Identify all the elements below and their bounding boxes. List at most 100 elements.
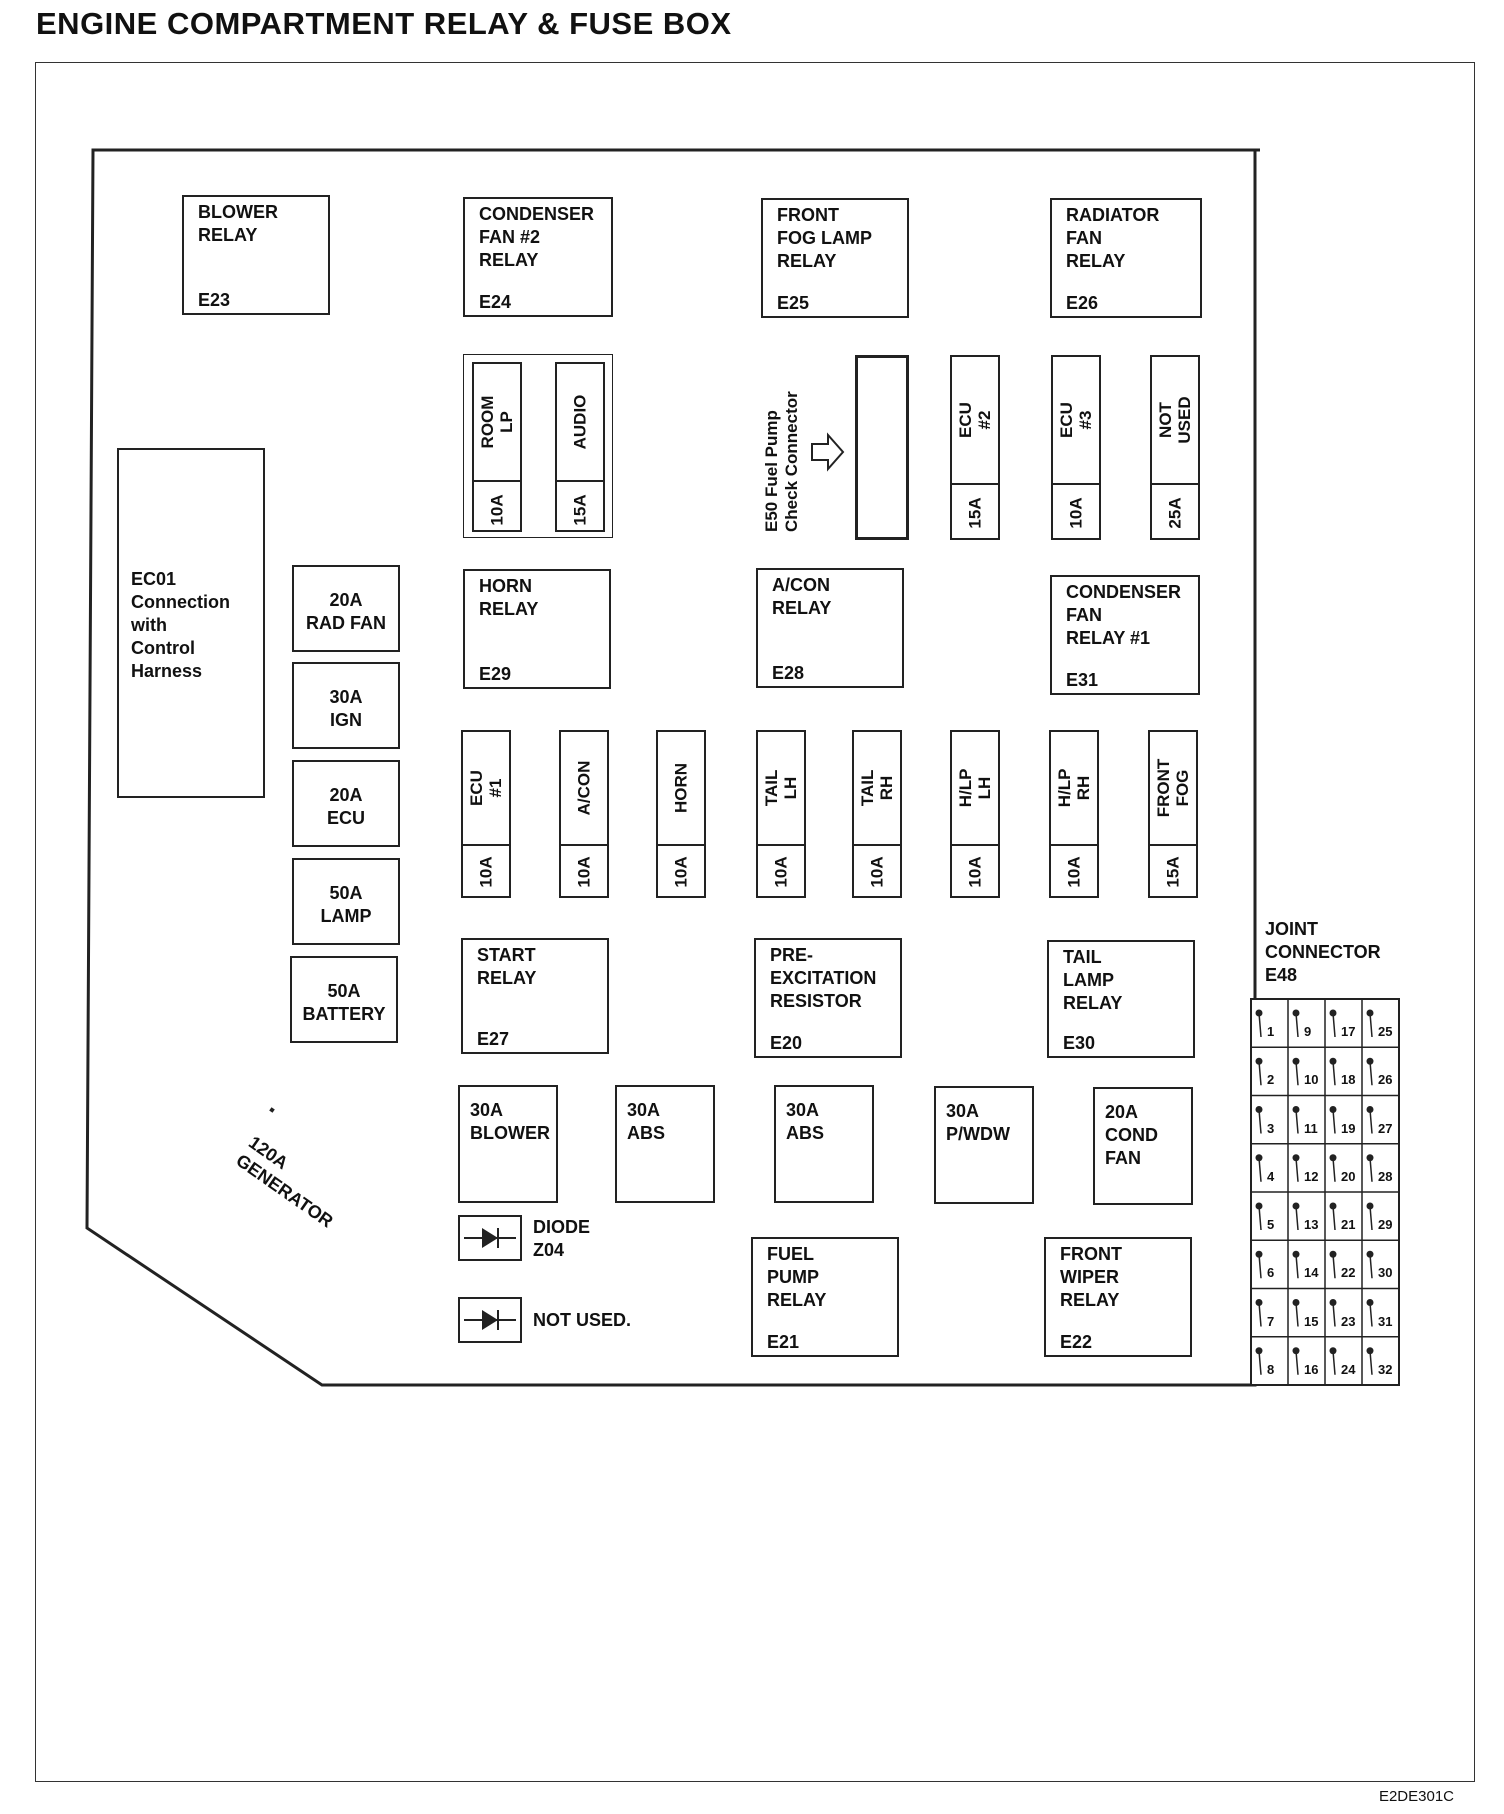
fuse-rating: 10A xyxy=(671,856,691,888)
relay-label: BLOWER RELAY xyxy=(198,202,278,245)
fuse-rating: 15A xyxy=(965,497,985,529)
relay-e30: TAIL LAMP RELAY E30 xyxy=(1047,940,1195,1058)
mini-fuse-hlp-lh: H/LP LH 10A xyxy=(950,730,1000,898)
joint-connector-pin: 14 xyxy=(1304,1265,1319,1281)
relay-id: E20 xyxy=(770,1033,803,1053)
mini-fuse-ecu-3: ECU #3 10A xyxy=(1051,355,1101,540)
joint-connector-pin: 5 xyxy=(1267,1217,1275,1232)
relay-e27: START RELAY E27 xyxy=(461,938,609,1054)
relay-id: E23 xyxy=(198,290,231,310)
relay-e26: RADIATOR FAN RELAY E26 xyxy=(1050,198,1202,318)
mini-fuse-tail-rh: TAIL RH 10A xyxy=(852,730,902,898)
fuse-label: 30A BLOWER xyxy=(470,1100,550,1143)
pin-lead xyxy=(1258,1350,1262,1375)
fuse-name: ECU #3 xyxy=(1057,402,1095,438)
relay-e24: CONDENSER FAN #2 RELAY E24 xyxy=(463,197,613,317)
joint-connector-pin: 17 xyxy=(1341,1024,1356,1039)
fuse-name: ECU #1 xyxy=(467,770,505,806)
diode-not-used xyxy=(458,1297,522,1343)
fuse-rating: 10A xyxy=(771,856,791,888)
fuse-rating: 10A xyxy=(476,856,496,888)
mini-fuse-ecu-2: ECU #2 15A xyxy=(950,355,1000,540)
joint-connector-pin: 24 xyxy=(1341,1361,1356,1377)
pin-lead xyxy=(1369,1061,1373,1086)
fusible-link-lamp: 50A LAMP xyxy=(292,858,400,945)
fusible-link-label: 50A LAMP xyxy=(320,883,372,926)
fuse-30a-blower: 30A BLOWER xyxy=(458,1085,558,1203)
joint-connector-pin: 26 xyxy=(1378,1072,1393,1088)
fuse-rating: 25A xyxy=(1165,497,1185,529)
fusible-link-rad-fan: 20A RAD FAN xyxy=(292,565,400,652)
pin-lead xyxy=(1369,1350,1373,1375)
mini-fuse-horn: HORN 10A xyxy=(656,730,706,898)
mini-fuse-a-con: A/CON 10A xyxy=(559,730,609,898)
pin-lead xyxy=(1369,1012,1373,1038)
relay-label: A/CON RELAY xyxy=(772,575,832,618)
fuse-rating: 10A xyxy=(1066,497,1086,529)
pin-lead xyxy=(1369,1254,1373,1279)
fusible-link-battery: 50A BATTERY xyxy=(290,956,398,1043)
fuse-name: TAIL RH xyxy=(858,769,896,807)
relay-label: FUEL PUMP RELAY xyxy=(767,1244,827,1310)
fusible-link-label: 50A BATTERY xyxy=(302,981,386,1024)
joint-connector-pin: 15 xyxy=(1304,1313,1319,1329)
fuse-name: ROOM LP xyxy=(478,395,516,449)
fuse-30a-pwdw: 30A P/WDW xyxy=(934,1086,1034,1204)
joint-connector-pin: 1 xyxy=(1267,1024,1275,1039)
pin-lead xyxy=(1295,1109,1299,1134)
pin-lead xyxy=(1369,1302,1373,1327)
joint-connector-pin: 7 xyxy=(1267,1313,1275,1329)
relay-e29: HORN RELAY E29 xyxy=(463,569,611,689)
pin-lead xyxy=(1332,1205,1336,1231)
relay-e22: FRONT WIPER RELAY E22 xyxy=(1044,1237,1192,1357)
fuse-rating: 10A xyxy=(1064,856,1084,888)
joint-connector-pin: 6 xyxy=(1267,1265,1275,1281)
joint-connector-pin: 31 xyxy=(1378,1313,1393,1329)
diode-icon xyxy=(464,1310,516,1330)
joint-connector-pin: 19 xyxy=(1341,1120,1356,1136)
relay-id: E31 xyxy=(1066,670,1099,690)
joint-connector-pin: 20 xyxy=(1341,1168,1356,1184)
fuse-name: AUDIO xyxy=(570,394,590,450)
relay-id: E30 xyxy=(1063,1033,1096,1053)
page-title: ENGINE COMPARTMENT RELAY & FUSE BOX xyxy=(36,6,732,41)
mini-fuse-not-used: NOT USED 25A xyxy=(1150,355,1200,540)
pin-lead xyxy=(1332,1109,1336,1134)
relay-label: START RELAY xyxy=(477,945,537,988)
pin-lead xyxy=(1332,1061,1336,1086)
diode-not-used-label: NOT USED. xyxy=(533,1310,632,1330)
relay-label: TAIL LAMP RELAY xyxy=(1063,947,1123,1013)
joint-connector-e48 xyxy=(1250,998,1400,1386)
joint-connector-pin: 13 xyxy=(1304,1217,1319,1232)
mini-fuse-ecu-1: ECU #1 10A xyxy=(461,730,511,898)
mini-fuse-room-lp: ROOM LP 10A xyxy=(472,362,522,532)
arrow-right-icon xyxy=(811,432,845,472)
relay-e28: A/CON RELAY E28 xyxy=(756,568,904,688)
pin-lead xyxy=(1295,1061,1299,1086)
relay-id: E25 xyxy=(777,293,810,313)
pin-lead xyxy=(1295,1302,1299,1327)
pin-lead xyxy=(1369,1157,1373,1182)
mini-fuse-hlp-rh: H/LP RH 10A xyxy=(1049,730,1099,898)
diode-icon xyxy=(464,1228,516,1248)
joint-connector-pin: 18 xyxy=(1341,1072,1356,1088)
pin-lead xyxy=(1295,1254,1299,1279)
figure-frame xyxy=(35,62,1475,1782)
mini-fuse-tail-lh: TAIL LH 10A xyxy=(756,730,806,898)
joint-connector-pin: 22 xyxy=(1341,1265,1356,1281)
fuse-30a-abs-2: 30A ABS xyxy=(774,1085,874,1203)
relay-e25: FRONT FOG LAMP RELAY E25 xyxy=(761,198,909,318)
fuse-name: H/LP LH xyxy=(956,768,994,808)
joint-connector-pin: 25 xyxy=(1378,1024,1393,1039)
relay-id: E29 xyxy=(479,664,512,684)
joint-connector-pin: 12 xyxy=(1304,1168,1319,1184)
fuse-20a-cond-fan: 20A COND FAN xyxy=(1093,1087,1193,1205)
relay-id: E27 xyxy=(477,1029,510,1049)
fuse-name: ECU #2 xyxy=(956,402,994,438)
pin-lead xyxy=(1332,1350,1336,1375)
joint-connector-pin: 16 xyxy=(1304,1361,1319,1377)
fuse-name: FRONT FOG xyxy=(1154,758,1192,818)
fusible-link-label: 20A RAD FAN xyxy=(306,590,386,633)
pin-lead xyxy=(1258,1061,1262,1086)
fusible-link-ign: 30A IGN xyxy=(292,662,400,749)
